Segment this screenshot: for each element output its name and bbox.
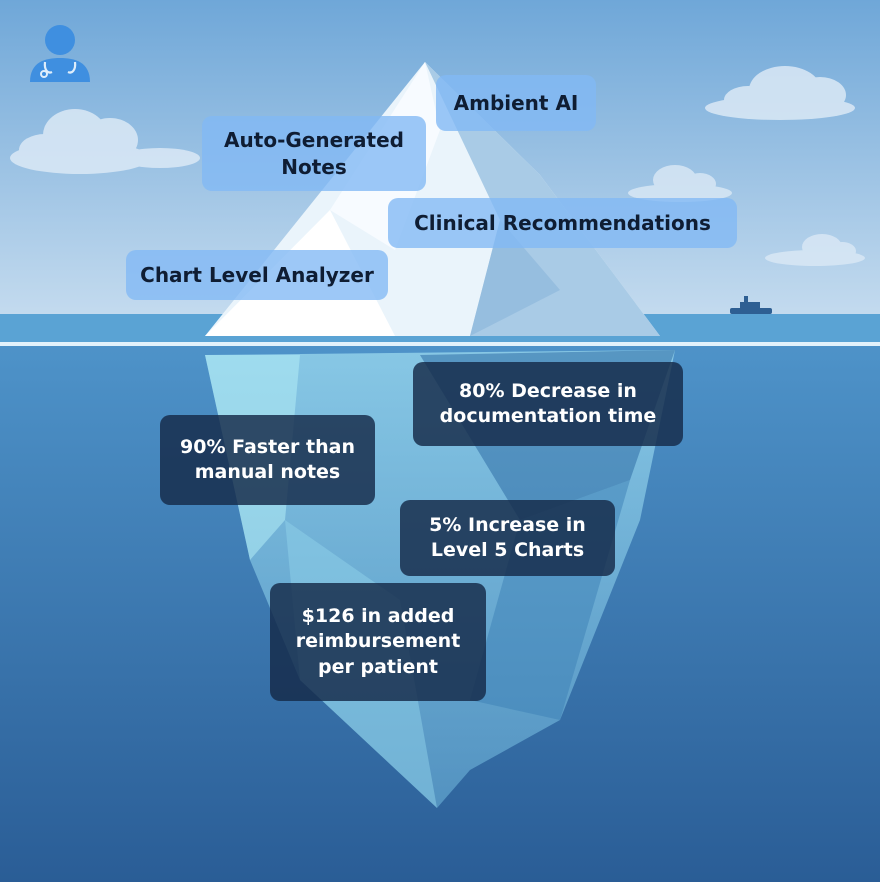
label-auto-generated-notes: Auto-Generated Notes — [202, 116, 426, 191]
label-faster-line-2: manual notes — [194, 461, 341, 483]
waterline — [0, 342, 880, 346]
label-increase-line-1: 5% Increase in — [429, 513, 586, 536]
label-added-reimbursement: $126 in added reimbursement per patient — [270, 583, 486, 701]
ship-icon — [730, 296, 772, 314]
label-clinical-recommendations: Clinical Recommendations — [388, 198, 737, 248]
label-ambient-ai: Ambient AI — [436, 75, 596, 131]
cloud-right-mid — [628, 165, 732, 202]
label-auto-generated-notes-line-2: Notes — [281, 154, 347, 179]
doctor-avatar-icon — [30, 25, 90, 82]
label-chart-level-analyzer: Chart Level Analyzer — [126, 250, 388, 300]
label-ambient-ai-text: Ambient AI — [453, 90, 579, 115]
label-reimbursement-line-3: per patient — [318, 655, 438, 678]
cloud-right-low — [765, 234, 865, 266]
label-reimbursement-line-2: reimbursement — [295, 630, 461, 653]
cloud-left — [10, 109, 200, 174]
label-increase-line-2: Level 5 Charts — [430, 539, 585, 561]
label-faster-line-1: 90% Faster than — [180, 435, 355, 458]
label-chart-level-analyzer-text: Chart Level Analyzer — [140, 262, 374, 287]
label-decrease-line-2: documentation time — [439, 405, 657, 427]
label-decrease-documentation-time: 80% Decrease in documentation time — [413, 362, 683, 446]
label-auto-generated-notes-line-1: Auto-Generated — [224, 128, 404, 153]
cloud-right-top — [705, 66, 855, 120]
label-clinical-recommendations-text: Clinical Recommendations — [414, 210, 711, 235]
label-decrease-line-1: 80% Decrease in — [459, 379, 637, 402]
label-reimbursement-line-1: $126 in added — [301, 605, 455, 628]
label-faster-than-manual: 90% Faster than manual notes — [160, 415, 375, 505]
label-increase-level-5: 5% Increase in Level 5 Charts — [400, 500, 615, 576]
